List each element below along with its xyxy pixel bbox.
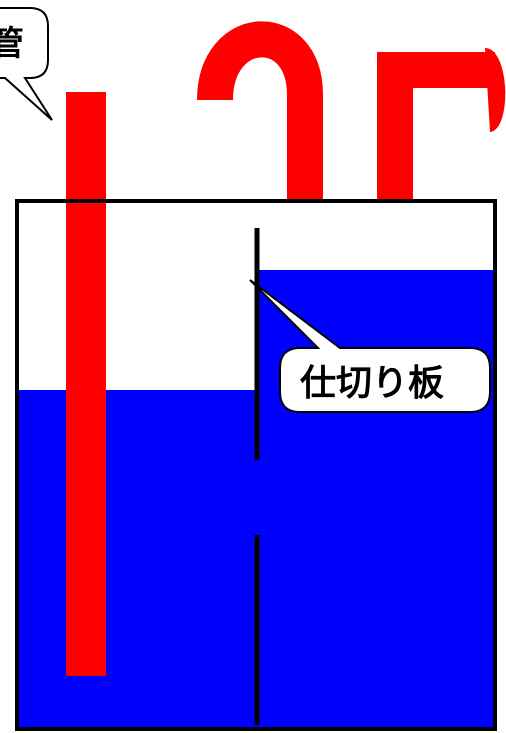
siphon-pipe-left-arch xyxy=(197,21,323,200)
siphon-pipe-right-elbow xyxy=(377,52,495,200)
siphon-pipe xyxy=(197,21,506,200)
pipe-callout-bubble xyxy=(0,7,53,121)
pipe-callout: 管 xyxy=(0,7,53,121)
water-left-chamber xyxy=(18,390,258,730)
water-right-chamber xyxy=(255,270,495,730)
vertical-pipe xyxy=(66,92,106,676)
partition-callout-label: 仕切り板 xyxy=(300,363,444,404)
partition-callout: 仕切り板 xyxy=(249,279,491,413)
partition-callout-bubble xyxy=(249,279,491,413)
siphon-pipe-end-cap xyxy=(485,48,506,132)
tank-outline xyxy=(15,199,497,731)
pipe-callout-label: 管 xyxy=(0,24,24,64)
